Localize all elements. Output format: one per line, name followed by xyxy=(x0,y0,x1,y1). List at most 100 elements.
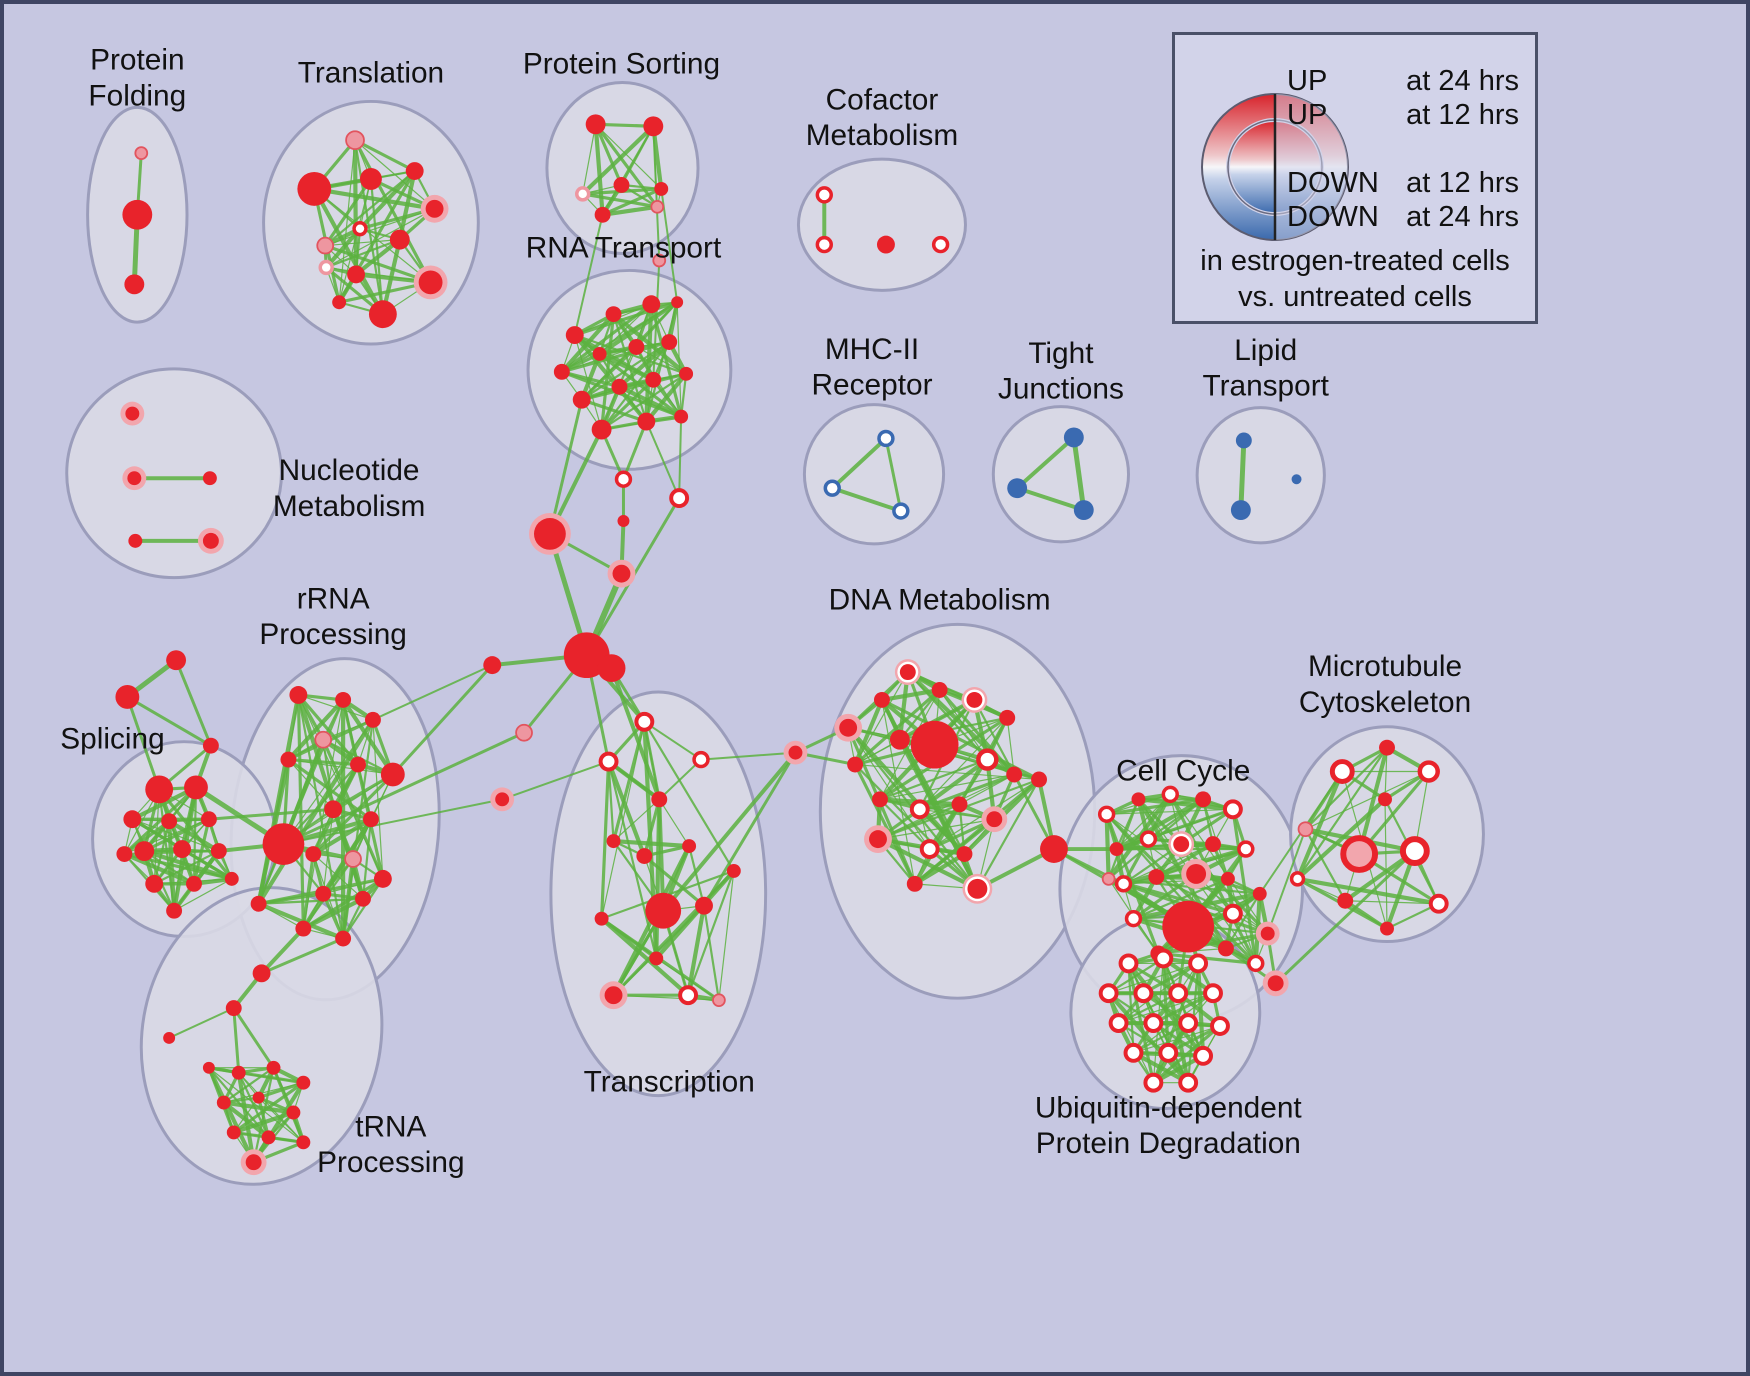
edge xyxy=(1156,951,1258,965)
node xyxy=(1195,791,1212,808)
node xyxy=(1417,760,1440,783)
edge xyxy=(260,937,345,975)
cluster-label-cofactor-metabolism: Cofactor xyxy=(826,83,939,116)
cluster-label-cofactor-metabolism: Metabolism xyxy=(806,119,958,152)
edge xyxy=(687,844,706,907)
edge xyxy=(599,916,691,998)
edge xyxy=(207,807,335,821)
node xyxy=(1031,771,1047,788)
edge xyxy=(702,751,797,908)
edge xyxy=(601,303,652,431)
node xyxy=(1131,792,1146,807)
edge xyxy=(880,698,1041,782)
node xyxy=(712,993,726,1008)
edge xyxy=(581,192,659,209)
edge xyxy=(1142,992,1190,1084)
edge xyxy=(884,436,903,513)
edge xyxy=(1104,812,1111,881)
edge xyxy=(878,798,931,851)
legend-time-label: at 12 hrs xyxy=(1406,99,1519,131)
node xyxy=(591,419,612,440)
node xyxy=(695,896,713,915)
edge xyxy=(621,420,648,481)
node xyxy=(1143,1072,1164,1093)
node xyxy=(1124,909,1143,928)
node xyxy=(645,371,662,388)
node xyxy=(266,1060,281,1075)
edge xyxy=(594,122,659,209)
edge xyxy=(302,699,344,930)
cluster-label-nucleotide-metabolism: Nucleotide xyxy=(279,454,420,487)
node xyxy=(315,885,332,902)
edge xyxy=(207,1066,270,1139)
edge xyxy=(644,302,654,424)
node xyxy=(1222,903,1243,924)
edge xyxy=(342,718,375,940)
node xyxy=(123,810,142,829)
node xyxy=(116,846,133,862)
cluster-label-lipid-transport: Transport xyxy=(1202,370,1329,403)
edge xyxy=(606,759,662,802)
node xyxy=(373,869,392,888)
node xyxy=(877,429,895,448)
edge xyxy=(878,758,989,801)
node xyxy=(245,1154,262,1171)
edge xyxy=(1295,797,1388,881)
edge xyxy=(686,869,735,997)
edge xyxy=(312,186,437,211)
edge xyxy=(1304,746,1389,831)
edge xyxy=(125,695,213,748)
edge xyxy=(718,870,735,1001)
node xyxy=(125,406,140,421)
node xyxy=(252,964,271,983)
edge xyxy=(875,837,980,891)
cluster-ellipse-mhc-ii-receptor xyxy=(802,403,946,546)
node xyxy=(224,871,239,886)
edge xyxy=(1015,435,1076,491)
edge xyxy=(1169,793,1269,935)
edge xyxy=(301,817,374,931)
edge xyxy=(600,204,660,217)
node xyxy=(650,199,665,214)
node xyxy=(163,1031,176,1044)
node xyxy=(1297,821,1314,838)
node xyxy=(368,300,397,329)
edge xyxy=(286,697,346,762)
edge xyxy=(593,122,605,217)
legend-footnote-line1: in estrogen-treated cells xyxy=(1200,245,1510,277)
edge xyxy=(853,762,917,886)
node xyxy=(869,830,887,849)
edge xyxy=(661,750,798,913)
node xyxy=(405,162,424,180)
node xyxy=(250,895,267,912)
node xyxy=(634,711,655,732)
node xyxy=(362,811,379,828)
edge xyxy=(122,785,198,856)
edge xyxy=(606,759,647,859)
node xyxy=(594,911,609,926)
legend-time-label: at 24 hrs xyxy=(1406,65,1519,97)
node xyxy=(931,682,948,698)
edge xyxy=(897,737,980,891)
legend-row-down-12: DOWN at 12 hrs xyxy=(1287,167,1519,199)
node xyxy=(645,892,682,929)
cluster-ellipse-nucleotide-metabolism xyxy=(65,367,283,580)
edge xyxy=(1105,812,1160,956)
node xyxy=(1237,840,1255,858)
cluster-label-rna-transport: RNA Transport xyxy=(526,231,722,264)
edge xyxy=(1304,770,1430,830)
node xyxy=(956,846,973,862)
edge xyxy=(913,777,1041,886)
node xyxy=(495,792,510,807)
node xyxy=(553,363,570,380)
node xyxy=(1101,872,1116,886)
edge xyxy=(600,917,658,961)
edge xyxy=(651,124,664,192)
node xyxy=(1097,805,1116,823)
node xyxy=(876,235,895,254)
node xyxy=(565,326,584,345)
edge xyxy=(1266,828,1307,935)
node xyxy=(202,532,219,549)
edge xyxy=(281,731,526,846)
edge xyxy=(352,138,359,277)
